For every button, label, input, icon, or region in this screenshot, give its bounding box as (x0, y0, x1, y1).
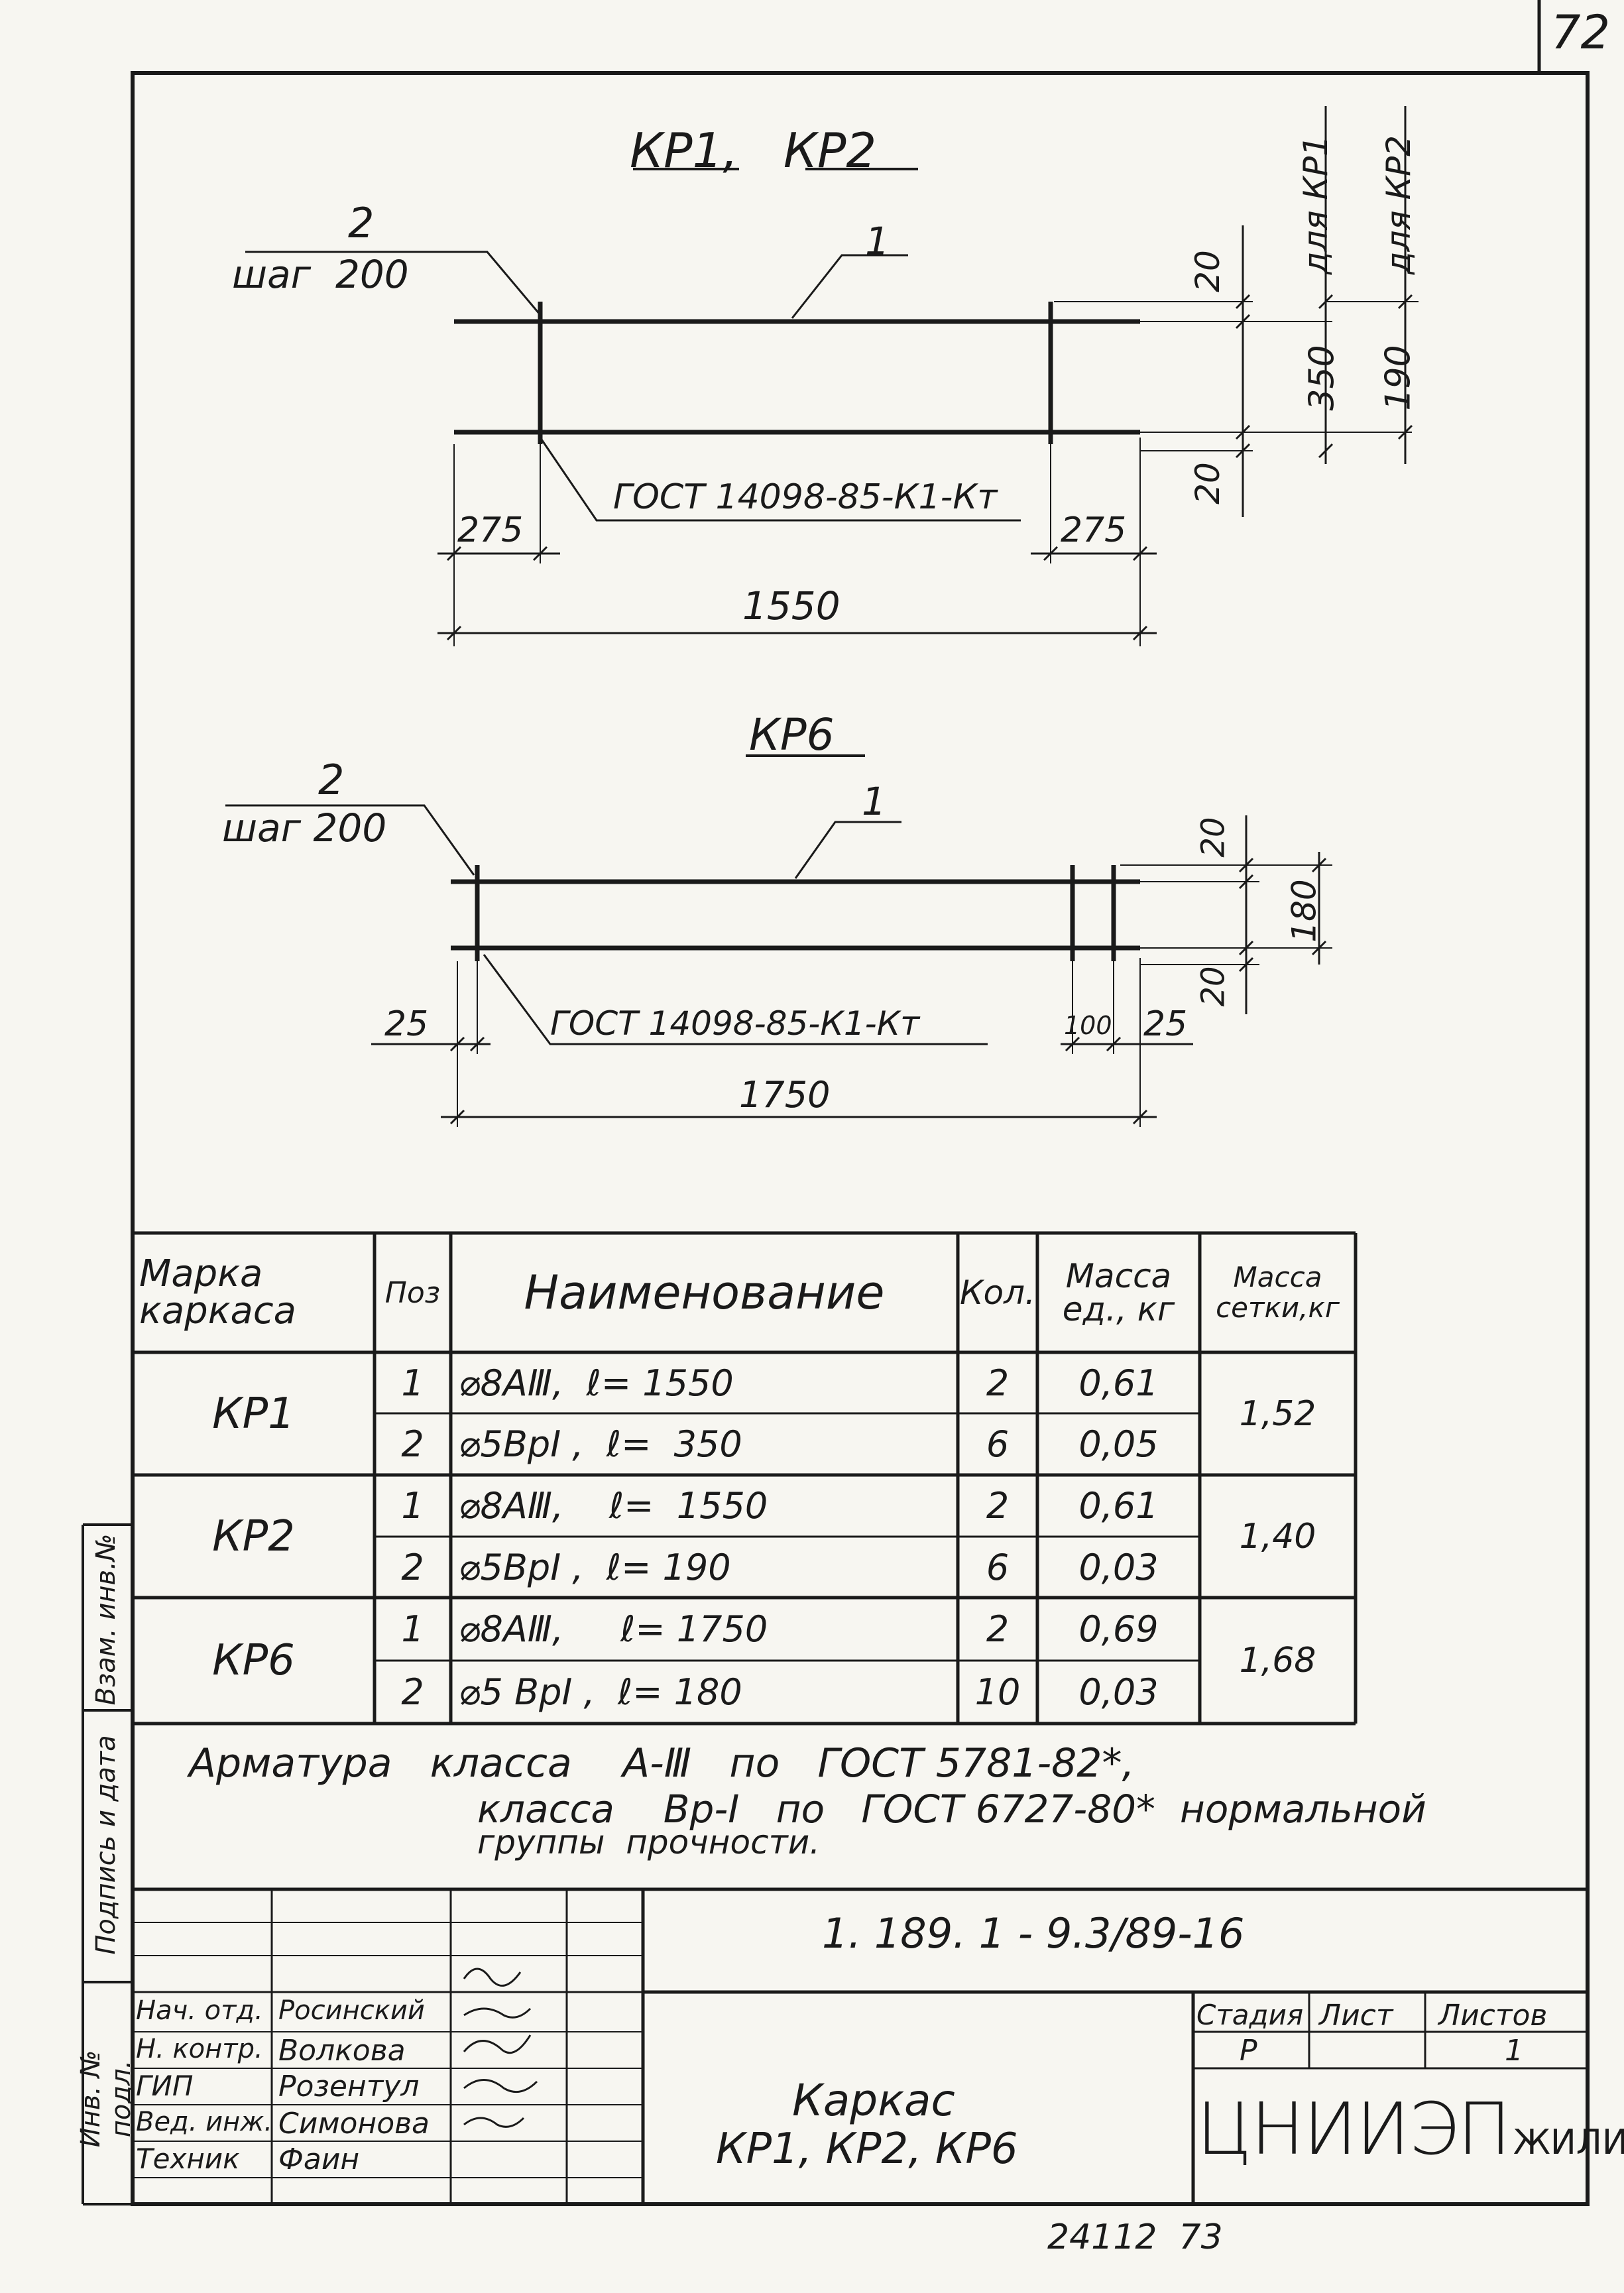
row-kp2-mark: КР2 (212, 1511, 295, 1561)
row-name: ⌀5 ВрI , ℓ= 180 (459, 1671, 742, 1713)
kp12-dim-bot: 20 (1188, 462, 1227, 504)
header-qty: Кол. (960, 1273, 1035, 1312)
row-qty: 10 (974, 1671, 1021, 1713)
sheets-label: Листов (1438, 1999, 1548, 2032)
kp12-dim-right: 275 (1061, 510, 1127, 550)
side-vzam-inv: Взам. инв.№ (91, 1533, 121, 1706)
sheet-label: Лист (1319, 1999, 1393, 2032)
row-name: ⌀8АⅢ, ℓ= 1550 (459, 1485, 768, 1527)
row-pos: 1 (401, 1608, 424, 1650)
org-logo: ЦНИИЭП (1196, 2088, 1511, 2171)
kp12-title: КР1, КР2 (630, 123, 877, 178)
row-mass: 0,03 (1078, 1671, 1159, 1713)
kp12-label-kp1: для КР1 (1296, 135, 1335, 274)
row-pos: 1 (401, 1362, 424, 1404)
kp6-drawing (225, 754, 1332, 1127)
org-sub: ЖИЛИЩА (1513, 2123, 1624, 2162)
stamp-name: Фаин (278, 2143, 360, 2176)
row-kp6-total: 1,68 (1239, 1641, 1316, 1680)
doc-code: 1. 189. 1 - 9.3/89-16 (822, 1909, 1245, 1958)
stage-value: Р (1240, 2034, 1257, 2068)
row-qty: 6 (986, 1423, 1010, 1465)
sheet-frame (131, 71, 1590, 2206)
row-qty: 6 (986, 1546, 1010, 1588)
row-mass: 0,61 (1078, 1362, 1159, 1404)
row-mass: 0,03 (1078, 1546, 1159, 1588)
kp6-dim-right: 25 (1143, 1004, 1188, 1044)
row-pos: 2 (401, 1671, 424, 1713)
bottom-number: 24112 73 (1047, 2217, 1223, 2257)
kp12-step: шаг 200 (232, 252, 409, 297)
kp6-dim-bot: 20 (1194, 966, 1232, 1007)
stamp-name: Росинский (278, 1995, 425, 2026)
drawing-subtitle: КР1, КР2, КР6 (716, 2125, 1018, 2174)
org-name: ЦНИИЭП ЖИЛИЩА (1196, 2088, 1624, 2171)
kp12-dim-top: 20 (1188, 250, 1227, 292)
row-pos: 2 (401, 1546, 424, 1588)
kp6-step: шаг 200 (222, 805, 387, 851)
stamp-role: Нач. отд. (136, 1995, 263, 2026)
row-kp1-total: 1,52 (1239, 1393, 1316, 1434)
kp12-label-kp2: для КР2 (1379, 135, 1418, 274)
header-mass-total: Масса сетки,кг (1216, 1260, 1340, 1324)
stamp-role: Н. контр. (136, 2034, 263, 2064)
kp12-dim-left: 275 (457, 510, 524, 550)
sheets-value: 1 (1505, 2034, 1523, 2068)
header-mass-unit: Масса ед., кг (1062, 1257, 1175, 1328)
row-name: ⌀8АⅢ, ℓ= 1750 (459, 1608, 768, 1650)
kp6-pos1: 1 (862, 779, 886, 824)
row-mass: 0,05 (1078, 1423, 1159, 1465)
kp6-dim-left: 25 (384, 1004, 429, 1044)
kp6-pos2: 2 (318, 756, 345, 804)
row-qty: 2 (986, 1485, 1010, 1527)
row-pos: 1 (401, 1485, 424, 1527)
row-qty: 2 (986, 1608, 1010, 1650)
signature-marks (463, 1968, 538, 2128)
row-pos: 2 (401, 1423, 424, 1465)
kp6-gost: ГОСТ 14098-85-К1-Кт (550, 1004, 920, 1043)
table-grid (133, 1231, 1358, 1726)
row-name: ⌀5ВрI , ℓ= 190 (459, 1546, 731, 1588)
kp6-dim-top: 20 (1194, 817, 1232, 858)
stamp-role: Техник (136, 2143, 240, 2175)
stamp-name: Волкова (278, 2034, 406, 2068)
kp6-title: КР6 (749, 709, 835, 760)
kp12-drawing (245, 106, 1419, 646)
header-mark: Марка каркаса (139, 1252, 296, 1332)
header-pos: Поз (384, 1275, 441, 1310)
header-name: Наименование (524, 1265, 885, 1320)
side-inv-podl: Инв. № подл. (76, 2050, 137, 2148)
row-kp2-total: 1,40 (1239, 1516, 1316, 1557)
note-line-1: Арматура класса А-Ⅲ по ГОСТ 5781-82*, (189, 1740, 1135, 1787)
kp12-dim-total: 1550 (742, 583, 841, 628)
kp12-pos2: 2 (348, 199, 375, 247)
stamp-role: ГИП (136, 2070, 194, 2102)
stage-label: Стадия (1196, 1999, 1304, 2031)
kp6-dim-total: 1750 (739, 1074, 831, 1116)
side-stamp-grid (82, 1523, 133, 2205)
kp12-dim-mid: 350 (1302, 345, 1342, 411)
row-mass: 0,69 (1078, 1608, 1159, 1650)
note-line-2: класса Вр-I по ГОСТ 6727-80* нормальной (477, 1787, 1426, 1832)
row-kp1-mark: КР1 (212, 1389, 295, 1439)
page-number: 72 (1551, 5, 1611, 60)
side-signature-date: Подпись и дата (91, 1735, 121, 1955)
kp12-pos1: 1 (865, 219, 890, 264)
row-mass: 0,61 (1078, 1485, 1159, 1527)
row-name: ⌀5ВрI , ℓ= 350 (459, 1423, 742, 1465)
drawing-title: Каркас (792, 2075, 955, 2126)
stamp-role: Вед. инж. (136, 2107, 273, 2137)
row-name: ⌀8АⅢ, ℓ= 1550 (459, 1362, 734, 1404)
stamp-grid (133, 1887, 1588, 2205)
note-line-3: группы прочности. (477, 1823, 821, 1861)
kp6-dim-mid: 180 (1285, 879, 1324, 943)
row-qty: 2 (986, 1362, 1010, 1404)
kp6-dim-100: 100 (1064, 1011, 1112, 1040)
row-kp6-mark: КР6 (212, 1636, 295, 1685)
kp12-dim-kp2: 190 (1378, 345, 1419, 411)
kp12-gost: ГОСТ 14098-85-К1-Кт (613, 477, 998, 517)
stamp-name: Симонова (278, 2107, 430, 2141)
stamp-name: Розентул (278, 2070, 420, 2103)
